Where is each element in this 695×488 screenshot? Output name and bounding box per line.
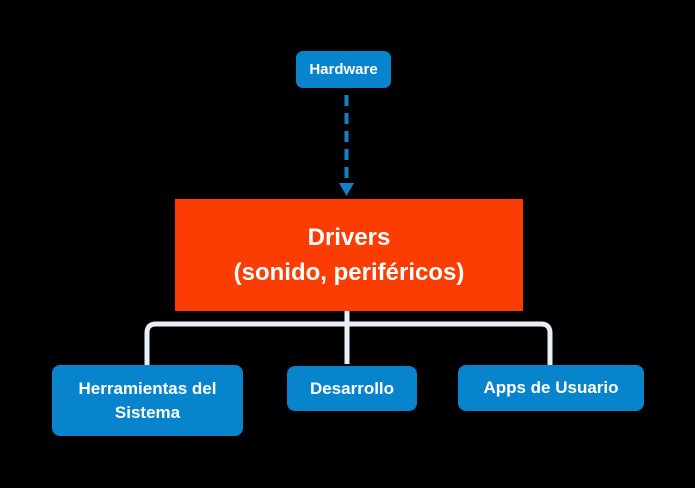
node-apps-label: Apps de Usuario [483, 378, 619, 397]
connector-elbow-branches [144, 321, 553, 365]
node-hardware-label: Hardware [309, 61, 378, 78]
node-herramientas-del-sistema: Herramientas del Sistema [52, 365, 243, 436]
node-drivers-subtitle: (sonido, periféricos) [233, 259, 465, 286]
node-apps-de-usuario: Apps de Usuario [458, 365, 644, 411]
node-drivers-text: Drivers (sonido, periféricos) [234, 220, 465, 290]
node-hardware: Hardware [296, 51, 391, 88]
node-drivers-title: Drivers [307, 224, 391, 251]
node-herramientas-label: Herramientas del Sistema [78, 378, 217, 422]
edge-hardware-to-drivers [339, 95, 354, 196]
arrowhead-icon [339, 183, 354, 196]
node-drivers: Drivers (sonido, periféricos) [175, 199, 523, 311]
node-desarrollo-label: Desarrollo [309, 378, 395, 398]
node-desarrollo: Desarrollo [287, 366, 417, 411]
edge-drivers-to-children [144, 311, 553, 365]
